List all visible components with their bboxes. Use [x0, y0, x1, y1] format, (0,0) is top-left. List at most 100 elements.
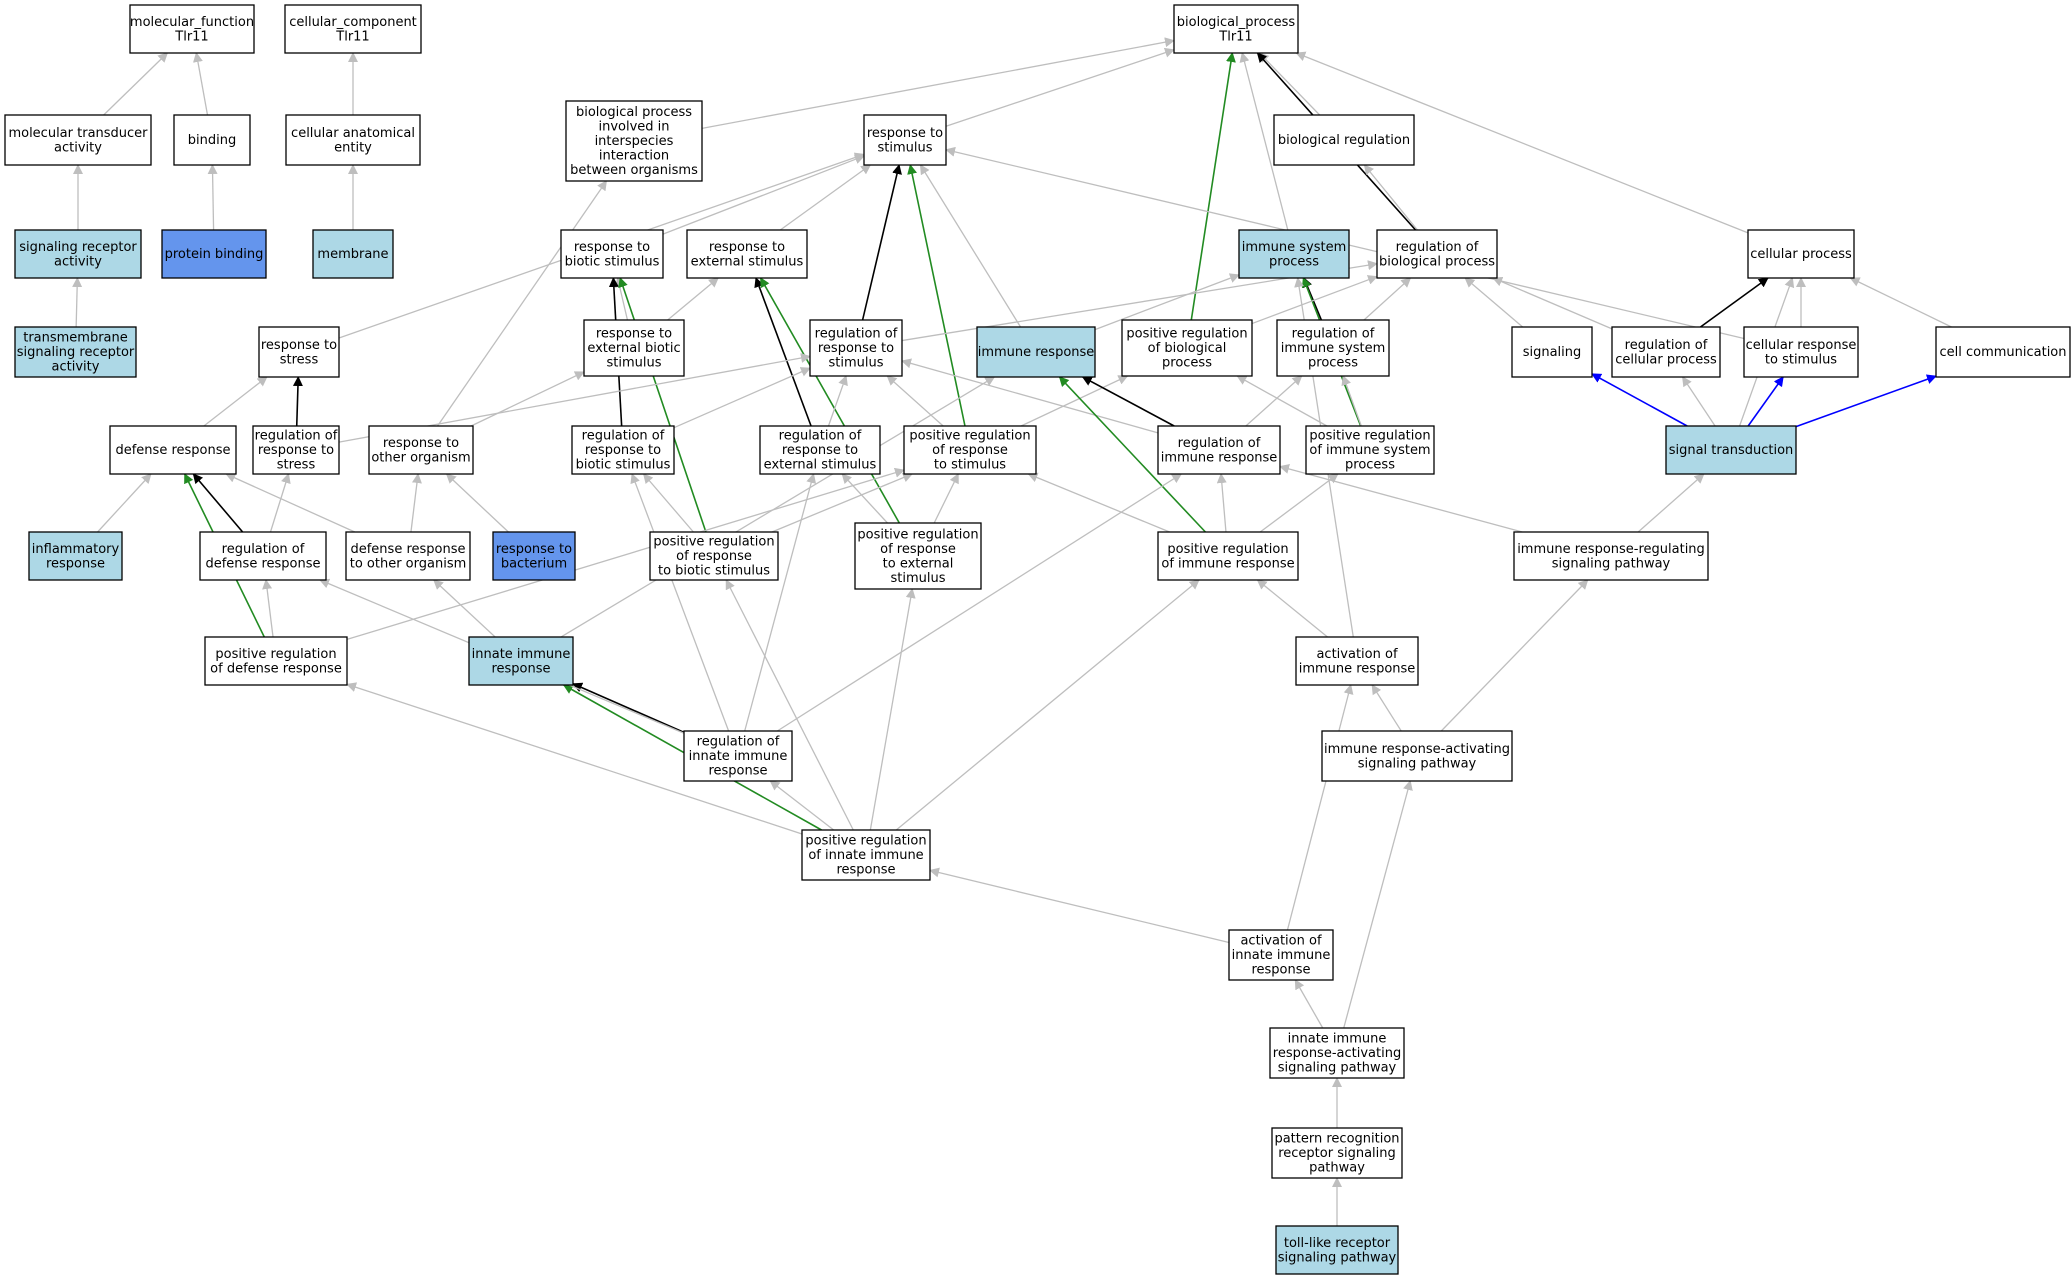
node-st[interactable]: signal transduction — [1665, 425, 1797, 475]
edge-posregrstim-positively_regulates-rstim — [907, 164, 966, 427]
edge-posregrbiotic-is_a-regrbiotic — [642, 473, 694, 533]
node-label: response to — [496, 542, 572, 557]
edge-posregrstim-is_a-posregbp — [1020, 375, 1129, 427]
edge-regir-is_a-regisp — [1245, 375, 1303, 427]
node-box — [1271, 1127, 1403, 1179]
node-label: response-activating — [1273, 1046, 1401, 1061]
node-label: protein binding — [165, 247, 264, 262]
node-membrane[interactable]: membrane — [312, 229, 394, 279]
node-label: regulation of — [1625, 338, 1708, 353]
node-label: response — [1251, 963, 1310, 978]
node-box — [1611, 326, 1721, 378]
node-box — [4, 114, 152, 166]
node-defresp[interactable]: defense response — [109, 425, 237, 475]
node-label: external biotic — [587, 341, 680, 356]
node-pb[interactable]: protein binding — [161, 229, 267, 279]
node-label: membrane — [317, 247, 388, 262]
node-label: cell communication — [1939, 345, 2066, 360]
edge-bpinter-is_a-bp — [701, 37, 1175, 129]
node-box — [345, 531, 471, 581]
node-iirasp[interactable]: innate immuneresponse-activatingsignalin… — [1269, 1027, 1405, 1079]
node-label: stress — [280, 352, 319, 367]
node-cellproc[interactable]: cellular process — [1747, 229, 1855, 279]
node-box — [173, 114, 251, 166]
node-label: process — [1162, 356, 1212, 371]
node-bioreg[interactable]: biological regulation — [1273, 114, 1415, 166]
node-label: biological_process — [1177, 15, 1296, 30]
node-cellcomm[interactable]: cell communication — [1935, 326, 2071, 378]
node-box — [1321, 730, 1513, 782]
edge-pb-is_a-binding — [207, 164, 218, 231]
edge-posregrext-is_a-regrext — [841, 473, 888, 524]
edge-posregir-is_a-regir — [1216, 473, 1227, 533]
node-label: response — [46, 556, 105, 571]
node-box — [468, 636, 574, 686]
edge-posregir-positively_regulates-ir — [1058, 376, 1206, 533]
node-binding[interactable]: binding — [173, 114, 251, 166]
edge-irasp-is_a-irrsp — [1440, 579, 1589, 732]
node-box — [1121, 319, 1253, 377]
edge-rext-is_a-rstim — [779, 164, 872, 231]
node-label: signaling receptor — [19, 240, 137, 255]
edge-posregrext-positively_regulates-rext — [759, 277, 901, 524]
node-label: transmembrane — [23, 331, 128, 346]
node-signaling[interactable]: signaling — [1511, 326, 1593, 378]
node-label: positive regulation — [1309, 429, 1430, 444]
node-box — [368, 425, 474, 475]
node-label: of innate immune — [808, 848, 923, 863]
edge-posregrstim-is_a-regrstim — [886, 375, 944, 427]
node-label: biological regulation — [1278, 133, 1410, 148]
edge-posregiir-is_a-regiir — [769, 780, 835, 831]
node-ir[interactable]: immune response — [976, 326, 1096, 378]
node-label: regulation of — [255, 429, 338, 444]
node-label: activation of — [1316, 647, 1397, 662]
node-label: stimulus — [606, 356, 661, 371]
edge-actiir-is_a-actir — [1286, 684, 1354, 931]
